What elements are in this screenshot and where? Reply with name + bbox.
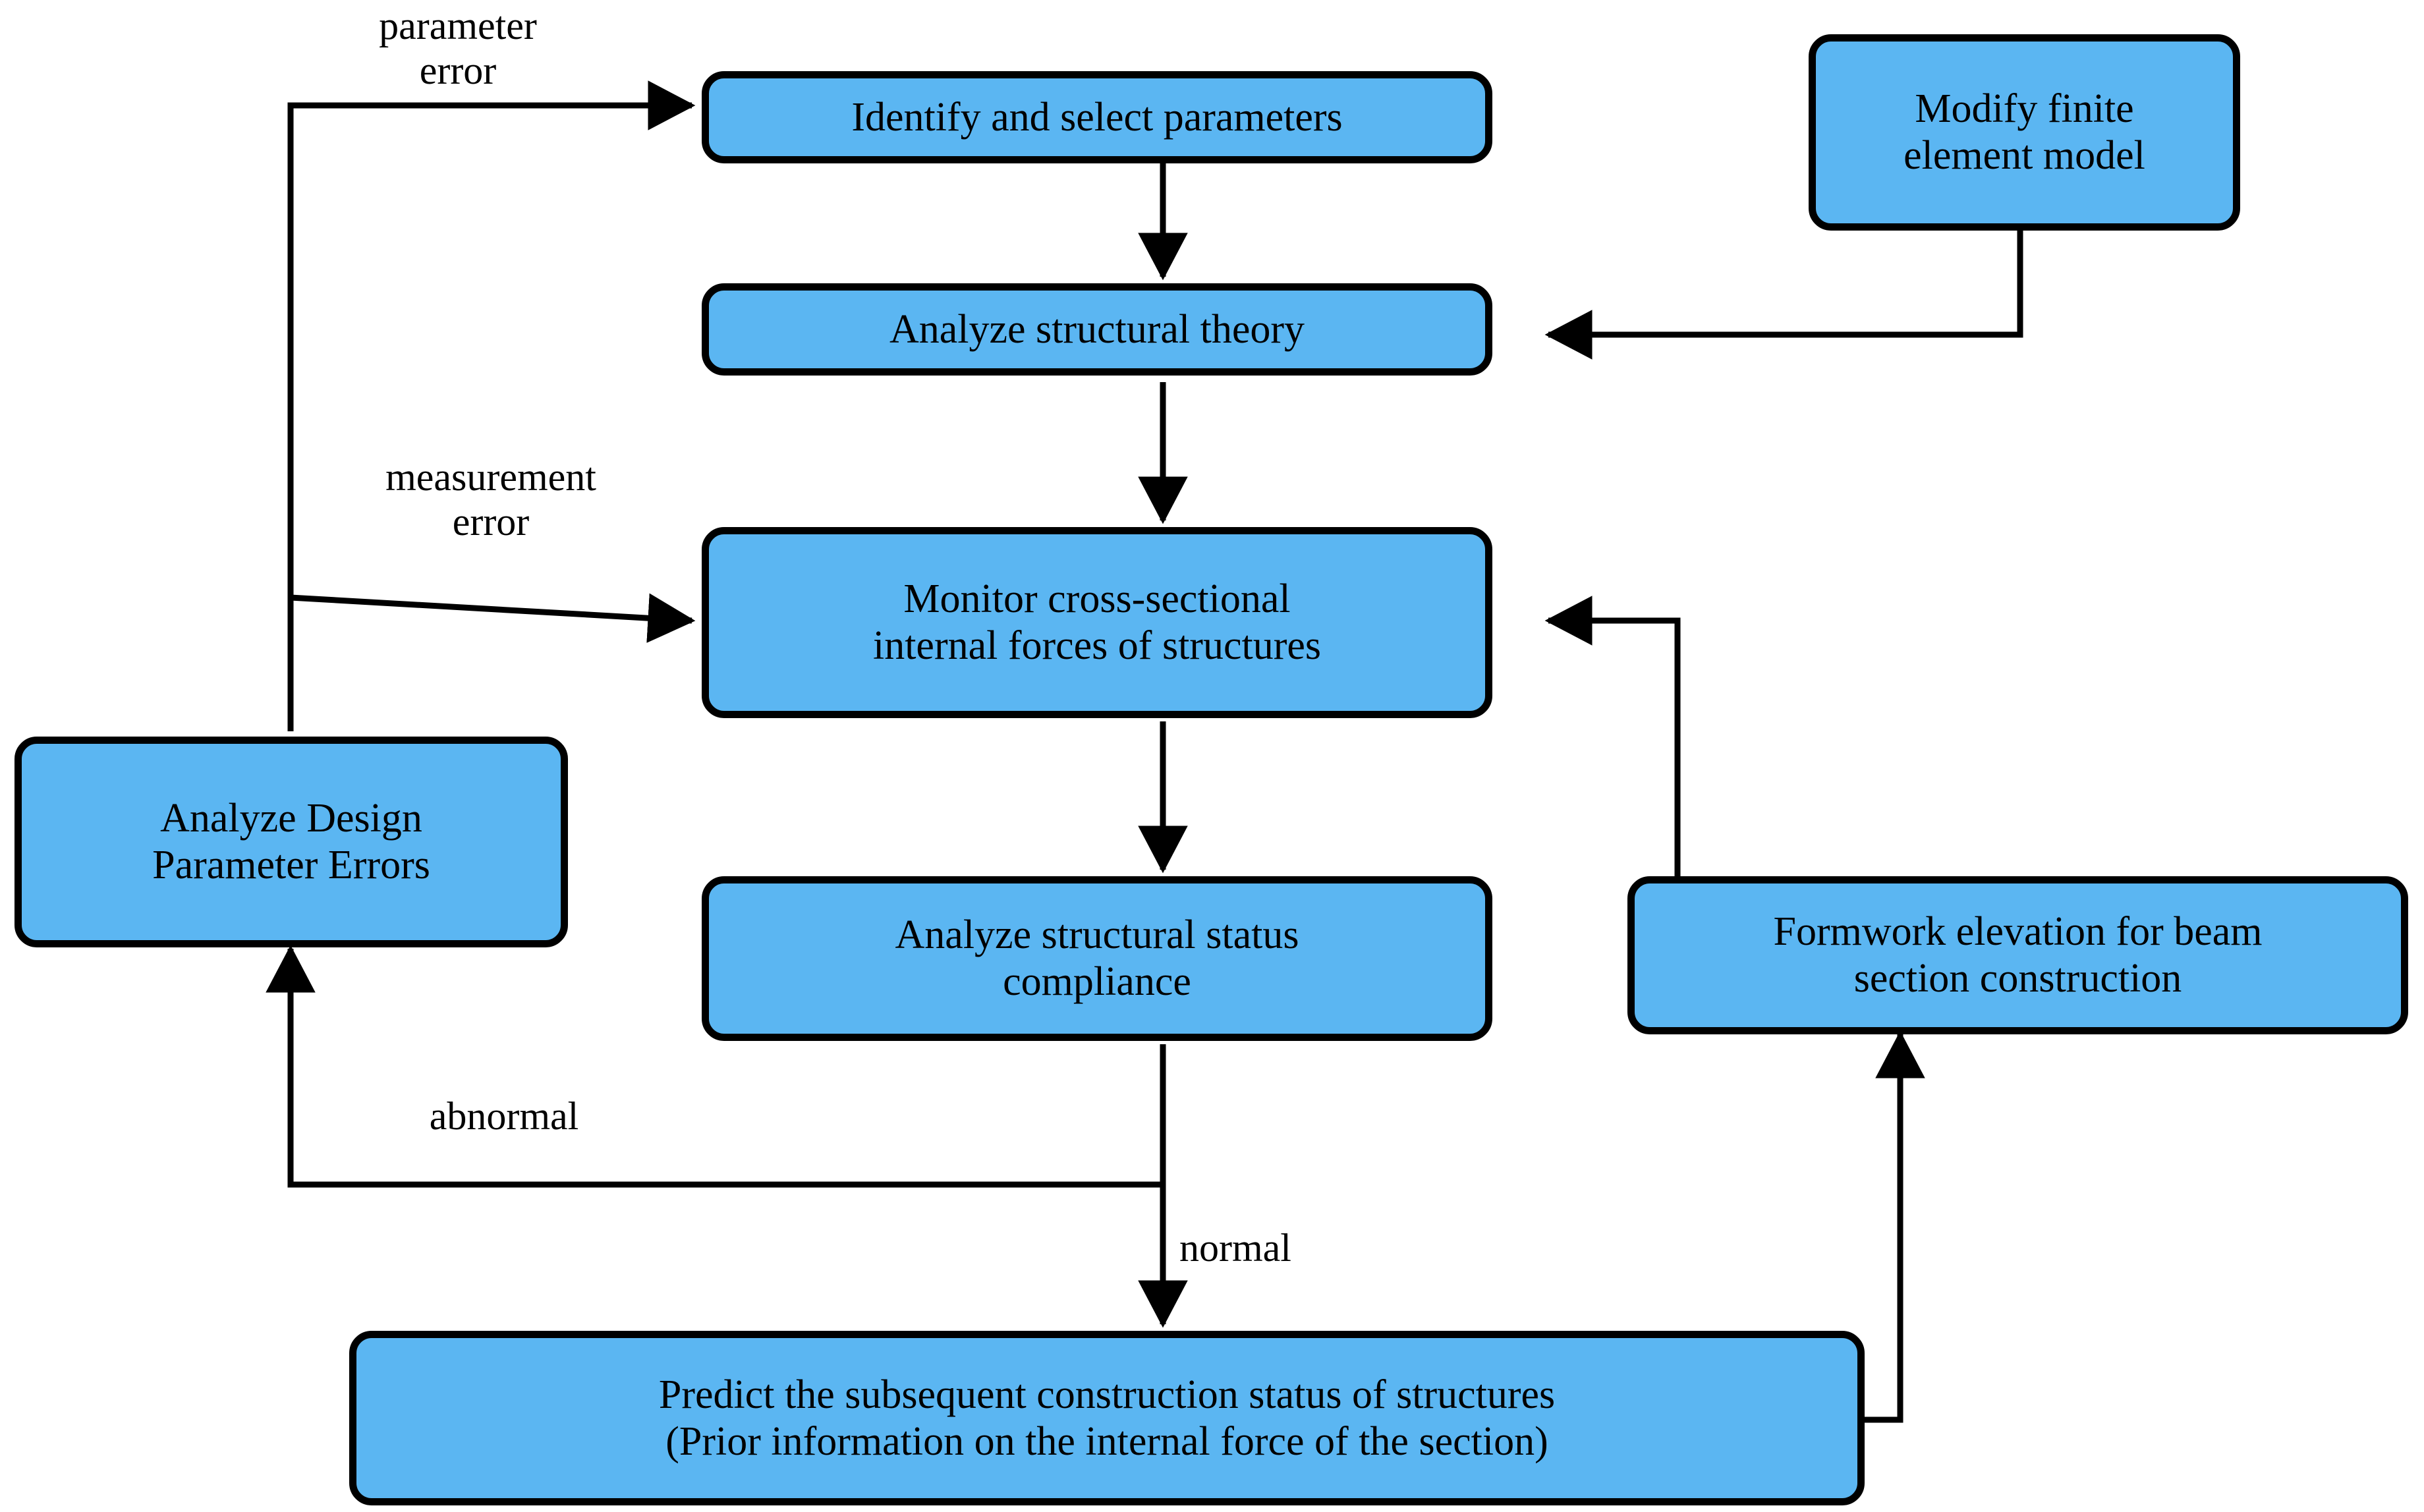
node-analyze-structural-theory[interactable]: Analyze structural theory [702, 283, 1492, 376]
edge-formwork-to-monitor [1544, 596, 1681, 876]
edge-label-parameter-error: parameter error [379, 4, 537, 93]
edge-design-to-identify [287, 80, 696, 731]
node-predict-subsequent-construction-status-label: Predict the subsequent construction stat… [658, 1372, 1556, 1464]
node-identify[interactable]: Identify and select parameters [702, 71, 1492, 163]
edge-label-abnormal: abnormal [429, 1094, 579, 1138]
edge-modify-to-theory [1544, 231, 2023, 360]
edge-predict-to-formwork [1863, 1030, 1925, 1423]
node-analyze-design-parameter-errors-label: Analyze Design Parameter Errors [152, 796, 430, 887]
node-formwork-elevation-beam-section-label: Formwork elevation for beam section cons… [1773, 909, 2263, 1001]
node-predict-subsequent-construction-status[interactable]: Predict the subsequent construction stat… [349, 1331, 1865, 1505]
node-analyze-structural-status-compliance-label: Analyze structural status compliance [895, 912, 1299, 1004]
node-identify-label: Identify and select parameters [851, 94, 1343, 140]
node-analyze-structural-status-compliance[interactable]: Analyze structural status compliance [702, 876, 1492, 1041]
node-analyze-structural-theory-label: Analyze structural theory [889, 306, 1305, 352]
node-analyze-design-parameter-errors[interactable]: Analyze Design Parameter Errors [14, 737, 568, 947]
node-modify-finite-element-model[interactable]: Modify finite element model [1809, 34, 2240, 231]
node-modify-finite-element-model-label: Modify finite element model [1903, 86, 2145, 178]
edge-design-to-monitor [290, 593, 696, 643]
edge-label-measurement-error: measurement error [385, 455, 596, 544]
edge-label-normal: normal [1179, 1226, 1291, 1270]
node-monitor-cross-sectional-forces[interactable]: Monitor cross-sectional internal forces … [702, 527, 1492, 718]
node-monitor-cross-sectional-forces-label: Monitor cross-sectional internal forces … [872, 576, 1321, 668]
node-formwork-elevation-beam-section[interactable]: Formwork elevation for beam section cons… [1627, 876, 2408, 1034]
